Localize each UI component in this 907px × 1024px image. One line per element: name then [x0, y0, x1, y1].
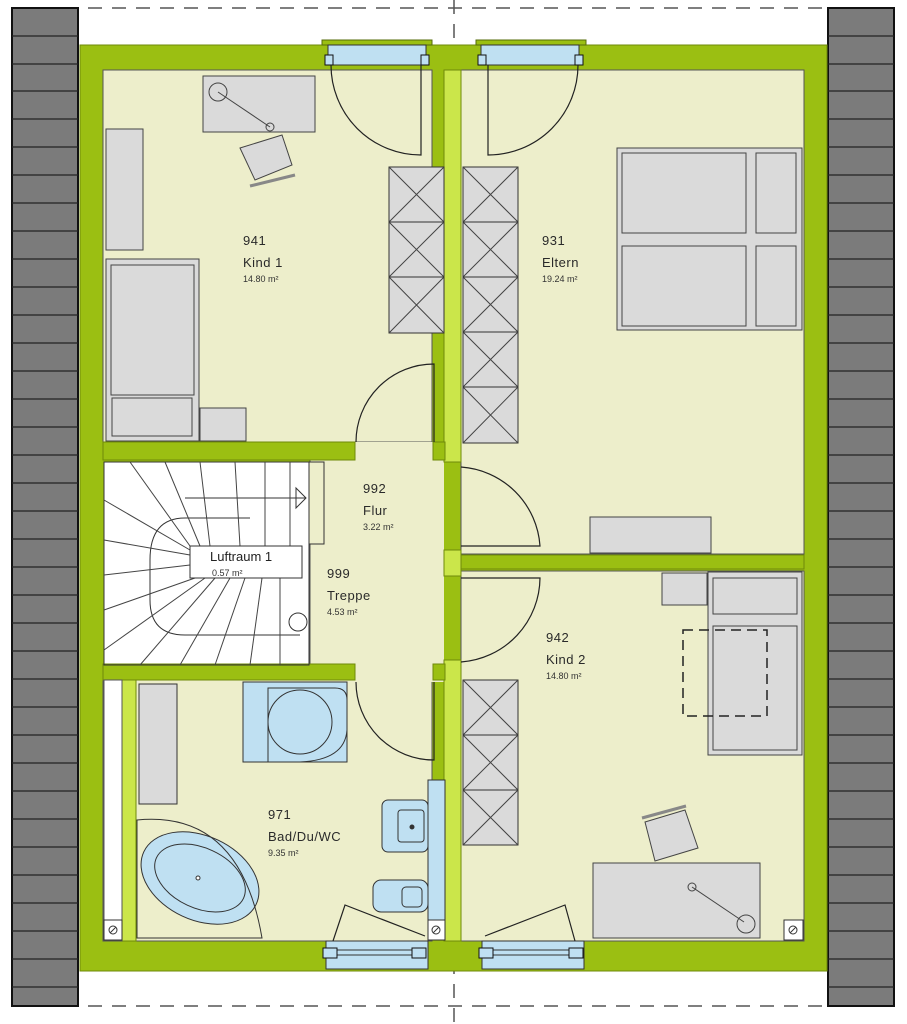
- inner-walls: [121, 69, 462, 942]
- door-swings[interactable]: [330, 64, 579, 942]
- roof-left: [11, 7, 79, 1007]
- eltern-furniture: [589, 147, 803, 554]
- room-name: Treppe: [327, 588, 371, 603]
- room-label-flur: 992 Flur 3.22 m²: [363, 482, 394, 532]
- windows: [321, 39, 587, 970]
- room-number: 999: [327, 566, 351, 581]
- staircase[interactable]: [103, 461, 325, 666]
- room-label-bad: 971 Bad/Du/WC 9.35 m²: [268, 808, 341, 858]
- room-area: 3.22 m²: [363, 522, 394, 532]
- roof-right: [827, 7, 895, 1007]
- partitions: [102, 441, 805, 681]
- void-label-luftraum: Luftraum 1 0.57 m²: [196, 546, 302, 578]
- room-label-kind2: 942 Kind 2 14.80 m²: [546, 631, 586, 681]
- kind1-furniture: [105, 75, 316, 442]
- room-number: 931: [542, 233, 566, 248]
- room-name: Flur: [363, 503, 388, 518]
- room-number: 992: [363, 481, 387, 496]
- vent-icons: [103, 919, 804, 941]
- room-name: Eltern: [542, 255, 579, 270]
- room-number: 941: [243, 233, 267, 248]
- void-area: 0.57 m²: [212, 568, 243, 578]
- room-area: 4.53 m²: [327, 607, 358, 617]
- room-label-treppe: 999 Treppe 4.53 m²: [327, 567, 371, 617]
- room-area: 9.35 m²: [268, 848, 299, 858]
- void-name: Luftraum 1: [210, 549, 273, 564]
- room-name: Kind 1: [243, 255, 283, 270]
- room-area: 14.80 m²: [546, 671, 582, 681]
- room-number: 971: [268, 807, 292, 822]
- room-name: Kind 2: [546, 652, 586, 667]
- kind2-furniture: [592, 571, 803, 939]
- wardrobes: [388, 166, 519, 846]
- room-area: 19.24 m²: [542, 274, 578, 284]
- room-name: Bad/Du/WC: [268, 829, 342, 844]
- bathroom-fixtures: [136, 681, 446, 939]
- room-label-kind1: 941 Kind 1 14.80 m²: [243, 234, 283, 284]
- room-number: 942: [546, 630, 570, 645]
- room-label-eltern: 931 Eltern 19.24 m²: [542, 234, 579, 284]
- room-area: 14.80 m²: [243, 274, 279, 284]
